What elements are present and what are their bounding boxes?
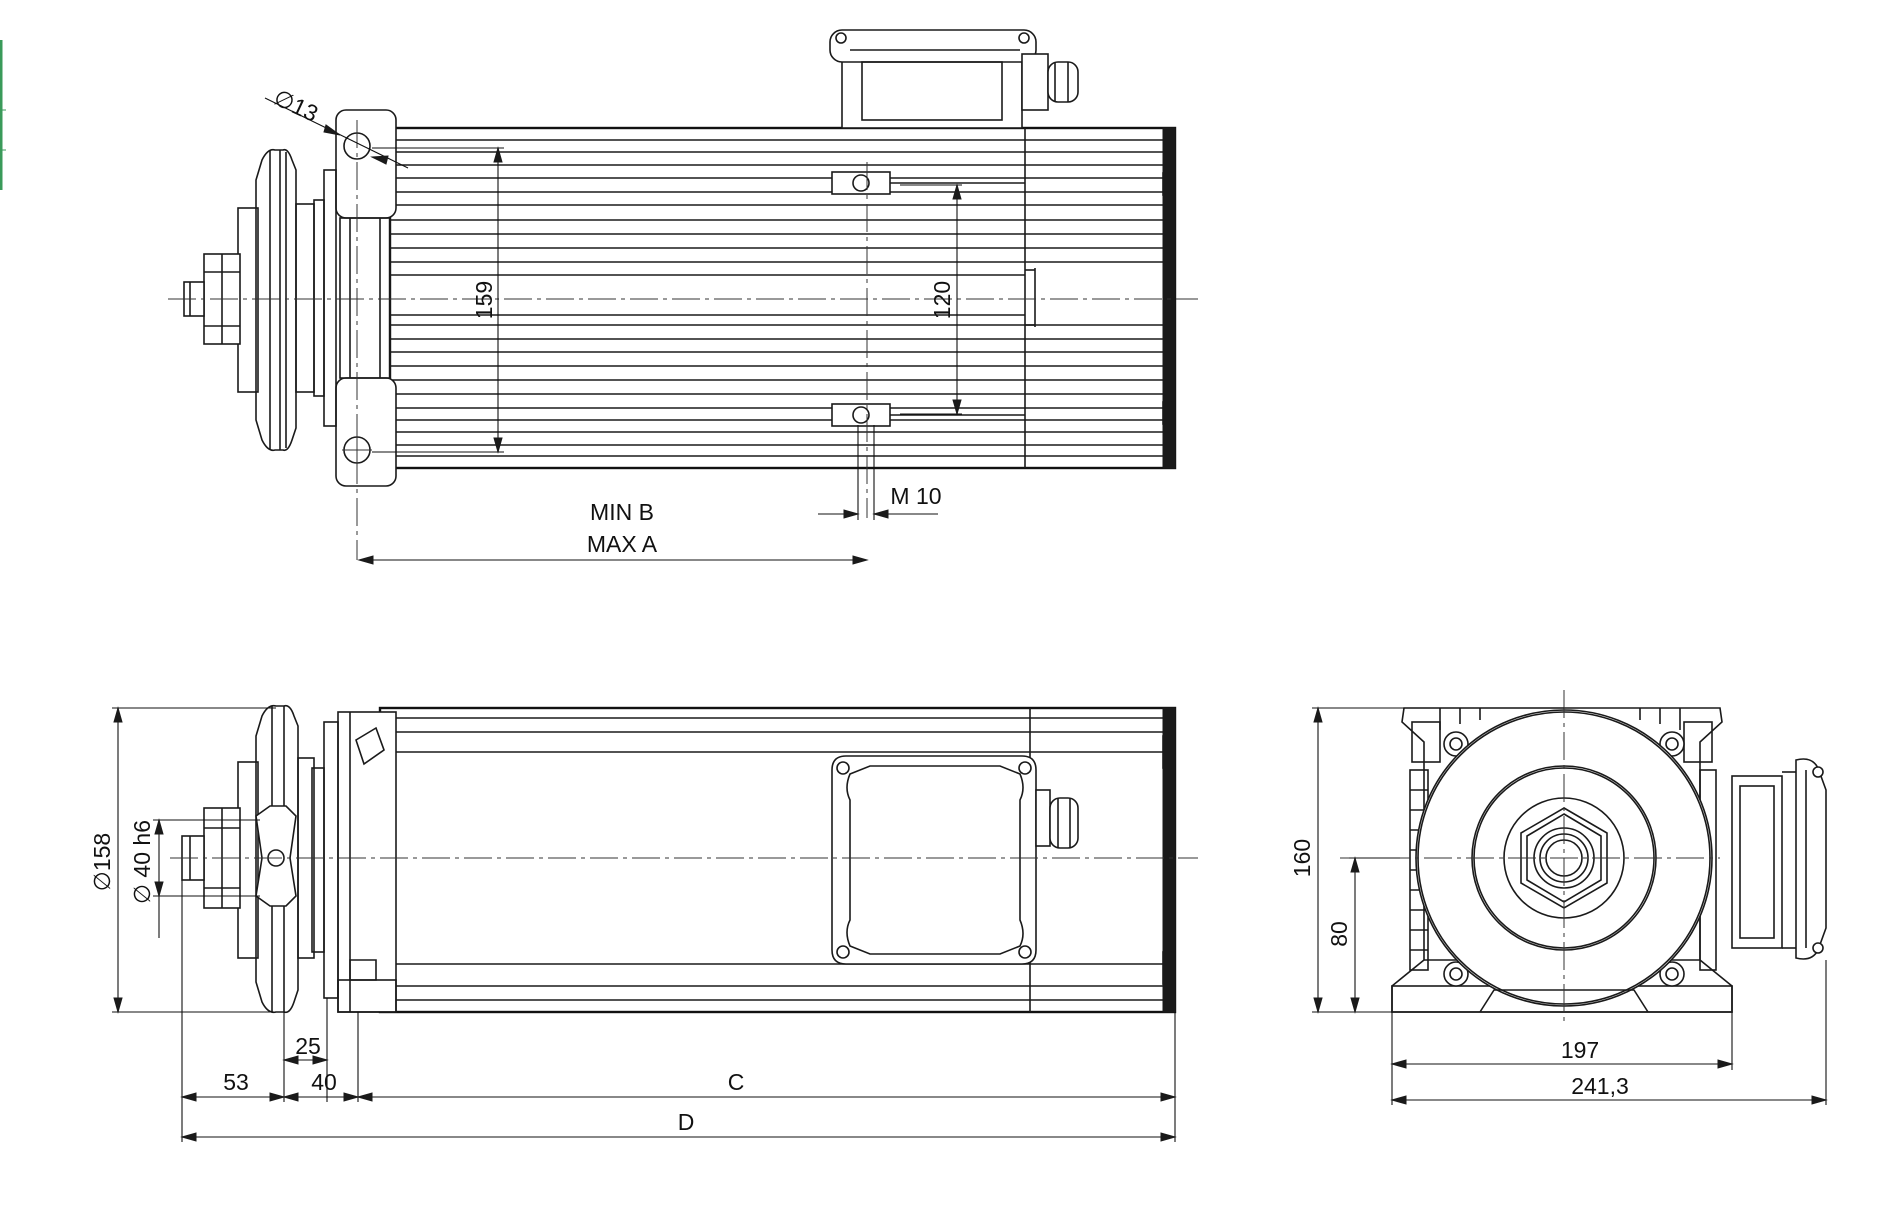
page-edge-marks [0, 40, 6, 190]
label-dim-c: C [728, 1069, 745, 1095]
side-terminal-box [831, 755, 1079, 965]
top-pulley [237, 148, 315, 452]
label-dim-160: 160 [1289, 839, 1315, 877]
label-min-b: MIN B [590, 499, 654, 525]
front-view [1312, 690, 1828, 1105]
label-dim-80: 80 [1326, 921, 1352, 947]
label-dim-241: 241,3 [1571, 1073, 1629, 1099]
label-dim-25: 25 [295, 1033, 321, 1059]
label-dim-40: 40 [311, 1069, 337, 1095]
top-flange-upper [335, 109, 397, 219]
front-fins-top [1439, 708, 1681, 730]
label-shaft-diameter: ∅ 40 h6 [129, 820, 155, 904]
label-120: 120 [929, 281, 955, 319]
top-cooling-fins [390, 139, 1163, 457]
label-thread: M 10 [890, 483, 941, 509]
label-max-a: MAX A [587, 531, 658, 557]
label-dim-d: D [678, 1109, 695, 1135]
label-dim-53: 53 [223, 1069, 249, 1095]
label-159: 159 [471, 281, 497, 319]
top-terminal-box [829, 29, 1079, 129]
top-view [168, 29, 1198, 565]
front-terminal-box [1731, 758, 1827, 960]
side-pulley [237, 704, 315, 1014]
side-view [112, 704, 1198, 1142]
label-pulley-diameter: ∅158 [89, 833, 115, 891]
top-flange-lower [335, 377, 397, 487]
top-motor-body [388, 126, 1177, 470]
top-rear-plate [1162, 127, 1176, 469]
label-dim-197: 197 [1561, 1037, 1599, 1063]
side-motor-body [378, 706, 1177, 1014]
label-hole-diameter: ∅13 [270, 84, 322, 127]
